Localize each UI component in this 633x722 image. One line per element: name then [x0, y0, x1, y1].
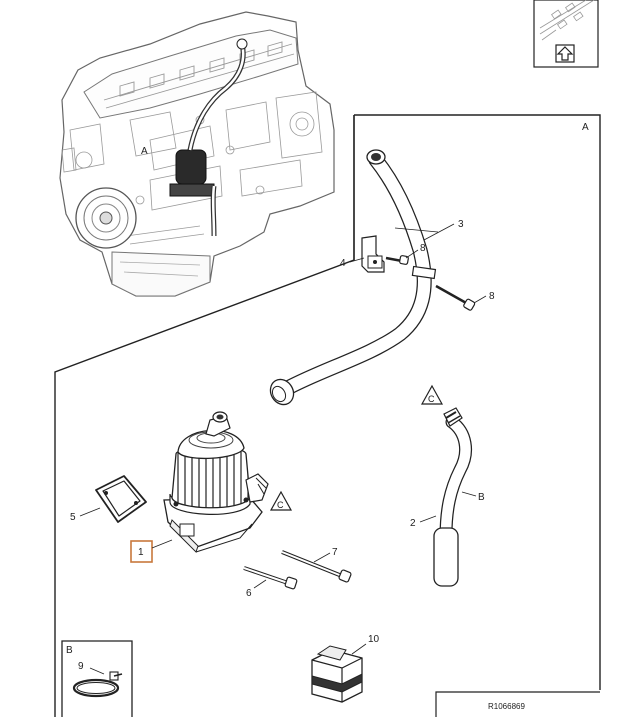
detail-a-label: A — [582, 122, 589, 133]
part-8-bolt-upper[interactable] — [385, 255, 409, 265]
leader-line-1 — [151, 539, 173, 549]
leader-line-8a — [405, 249, 419, 259]
svg-text:C: C — [277, 500, 284, 510]
leader-line-6 — [253, 579, 267, 589]
engine-view-label-a: A — [141, 146, 148, 157]
engine-oil-separator-location — [169, 38, 248, 237]
leader-line-9 — [89, 667, 105, 675]
leader-line-hose-b — [461, 491, 477, 497]
part-3-breather-hose[interactable] — [266, 149, 439, 409]
detail-b-frame: B — [61, 640, 133, 717]
part-10-package[interactable] — [311, 645, 363, 703]
part-7-bolt[interactable] — [281, 550, 352, 583]
leader-line-3 — [423, 223, 455, 241]
callout-7: 7 — [332, 547, 338, 558]
leader-line-10 — [351, 643, 367, 655]
callout-10: 10 — [368, 634, 380, 645]
part-6-bolt[interactable] — [243, 566, 298, 590]
callout-5: 5 — [70, 512, 76, 523]
svg-text:C: C — [428, 394, 435, 404]
part-2-drain-hose[interactable] — [433, 407, 473, 587]
connection-marker-c-lower: C — [269, 490, 293, 511]
reference-code-box: R1066869 — [435, 691, 600, 717]
part-4-bracket[interactable] — [361, 235, 385, 273]
navigation-thumbnail[interactable] — [533, 0, 599, 68]
callout-1: 1 — [138, 547, 144, 558]
reference-code: R1066869 — [488, 702, 525, 711]
hose-b-label: B — [478, 492, 485, 503]
callout-8-upper: 8 — [420, 243, 426, 254]
callout-2: 2 — [410, 518, 416, 529]
connection-marker-c-right: C — [420, 384, 444, 405]
leader-line-8b — [473, 295, 487, 304]
leader-line-7 — [313, 552, 331, 563]
part-1-oil-separator[interactable] — [163, 411, 269, 553]
engine-overview: A — [59, 11, 335, 297]
callout-8-lower: 8 — [489, 291, 495, 302]
callout-9: 9 — [78, 661, 84, 672]
callout-4: 4 — [340, 258, 346, 269]
detail-a-frame: A — [54, 114, 601, 717]
selected-part-highlight[interactable] — [130, 540, 153, 563]
part-5-gasket[interactable] — [95, 475, 147, 523]
up-arrow-icon[interactable] — [555, 44, 575, 63]
part-8-bolt-lower[interactable] — [435, 284, 476, 311]
detail-b-label: B — [66, 645, 73, 656]
callout-6: 6 — [246, 588, 252, 599]
leader-line-4 — [349, 257, 365, 263]
part-9-hose-clamp[interactable] — [72, 671, 123, 698]
leader-line-2 — [419, 515, 437, 523]
leader-line-5 — [79, 507, 101, 517]
callout-3: 3 — [458, 219, 464, 230]
crank-pulley — [75, 187, 137, 249]
